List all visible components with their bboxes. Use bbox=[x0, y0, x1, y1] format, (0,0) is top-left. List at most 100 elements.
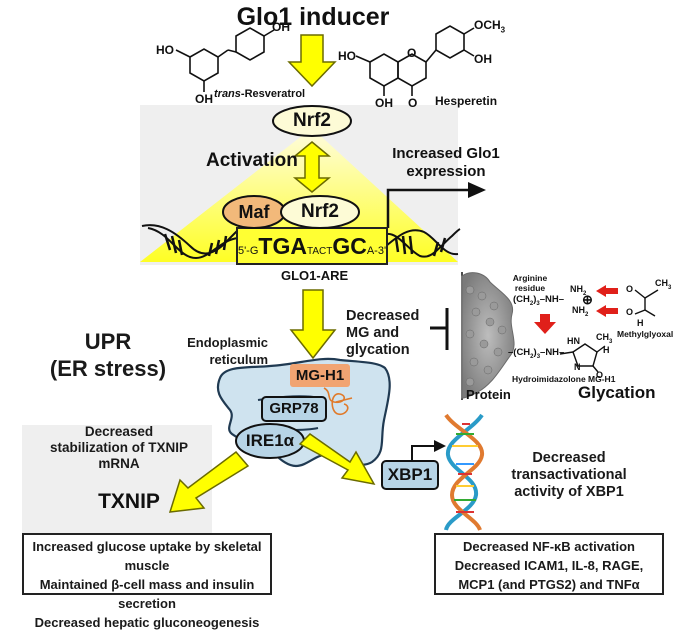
dna-helix-left bbox=[141, 224, 239, 260]
product-nitrogen: N bbox=[574, 362, 581, 372]
arrow-to-txnip bbox=[168, 450, 250, 513]
nrf2-ellipse-complex bbox=[280, 195, 360, 229]
diagram-canvas bbox=[140, 25, 659, 531]
resveratrol-group-oh-bottom: OH bbox=[195, 92, 213, 106]
hesperetin-label: Hesperetin bbox=[435, 94, 498, 108]
ire1a-label: IRE1α bbox=[245, 431, 295, 450]
resveratrol-prefix: trans bbox=[214, 88, 241, 100]
decreased-mg-line-3: glycation bbox=[346, 342, 410, 358]
mg-hydrogen: H bbox=[637, 318, 644, 328]
outcome-right-line-2: Decreased ICAM1, IL-8, RAGE, bbox=[454, 558, 644, 573]
title: Glo1 inducer bbox=[236, 3, 390, 31]
arrow-to-xbp1 bbox=[298, 433, 376, 486]
txnip-description: Decreased stabilization of TXNIP mRNA bbox=[24, 424, 214, 472]
xbp1-box bbox=[381, 460, 439, 490]
are-label: GLO1-ARE bbox=[281, 268, 349, 283]
are-sequence: 5'-GTGATACTGCA-3' bbox=[237, 228, 387, 264]
product-oxygen: O bbox=[596, 370, 604, 380]
xbp1-description-line-3: activity of XBP1 bbox=[514, 484, 624, 500]
are-suffix: A-3' bbox=[366, 245, 387, 257]
mg-oxygen-bottom: O bbox=[626, 307, 634, 317]
hesperetin-group-och3: OCH3 bbox=[474, 18, 506, 35]
protein-label: Protein bbox=[466, 387, 511, 402]
nrf2-top-label: Nrf2 bbox=[292, 110, 331, 131]
dna-helix-right bbox=[385, 228, 461, 258]
hesperetin-group-oh-bottom: OH bbox=[375, 96, 393, 110]
are-down-arrow bbox=[289, 289, 337, 360]
activation-double-arrow bbox=[292, 141, 332, 193]
glycation-label: Glycation bbox=[578, 383, 656, 402]
transcription-arrow bbox=[386, 182, 486, 228]
maf-label: Maf bbox=[238, 202, 270, 222]
hesperetin-group-ketone: O bbox=[408, 96, 418, 110]
xbp1-binding-arrow bbox=[411, 440, 446, 460]
decreased-mg-label: Decreased MG and glycation bbox=[346, 308, 419, 359]
nh2-bottom: NH2 bbox=[572, 305, 589, 318]
resveratrol-structure bbox=[175, 27, 275, 92]
resveratrol-label: trans-Resveratrol bbox=[214, 88, 305, 100]
resveratrol-group-oh-top: OH bbox=[272, 20, 290, 34]
increased-expression-label: Increased Glo1 expression bbox=[376, 145, 516, 181]
outcome-box-left: Increased glucose uptake by skeletal mus… bbox=[22, 533, 272, 630]
xbp1-description-line-1: Decreased bbox=[532, 450, 606, 466]
outcome-box-right: Decreased NF-κB activation Decreased ICA… bbox=[434, 533, 664, 595]
upr-label: UPR (ER stress) bbox=[38, 328, 178, 382]
arginine-chain: (CH2)3–NH– bbox=[513, 294, 565, 307]
decreased-mg-line-1: Decreased bbox=[346, 308, 420, 324]
are-core-1: TGA bbox=[258, 233, 307, 259]
activation-label: Activation bbox=[206, 150, 298, 171]
outcome-right-line-1: Decreased NF-κB activation bbox=[463, 539, 635, 554]
inducer-down-arrow bbox=[287, 34, 337, 88]
grp78-label: GRP78 bbox=[269, 400, 319, 417]
mgh1-box bbox=[290, 364, 350, 387]
txnip-description-line-3: mRNA bbox=[98, 456, 140, 471]
er-label-line-2: reticulum bbox=[209, 352, 268, 367]
resveratrol-name: -Resveratrol bbox=[240, 88, 306, 100]
txnip-description-line-1: Decreased bbox=[84, 424, 154, 439]
hesperetin-group-oh-side: OH bbox=[474, 52, 492, 66]
arginine-line-1: Arginine bbox=[512, 273, 548, 283]
increased-expression-line-1: Increased Glo1 bbox=[392, 145, 500, 162]
product-methyl: CH3 bbox=[596, 332, 613, 345]
er-label: Endoplasmic reticulum bbox=[178, 334, 268, 368]
product-hydrogen: H bbox=[603, 345, 610, 355]
protein-globule-icon bbox=[461, 272, 515, 400]
methylglyoxal-label: Methylglyoxal bbox=[617, 329, 674, 339]
nh2-top: NH2 bbox=[570, 284, 587, 297]
outcome-right-line-3: MCP1 (and PTGS2) and TNFα bbox=[458, 577, 640, 592]
txnip-label: TXNIP bbox=[98, 490, 160, 513]
modified-protein-loop-icon bbox=[323, 387, 353, 416]
increased-expression-line-2: expression bbox=[406, 163, 486, 180]
mgh1-label: MG-H1 bbox=[295, 367, 345, 384]
xbp1-description: Decreased transactivational activity of … bbox=[494, 450, 644, 501]
hesperetin-ring-oxygen: O bbox=[407, 46, 417, 60]
mg-oxygen-top: O bbox=[626, 284, 634, 294]
resveratrol-group-ho: HO bbox=[156, 43, 174, 57]
nrf2-ellipse-top bbox=[272, 105, 352, 137]
product-hn: HN bbox=[567, 336, 580, 346]
nrf2-complex-label: Nrf2 bbox=[300, 201, 339, 222]
hesperetin-group-ho: HO bbox=[338, 49, 356, 63]
product-chain: –(CH2)3–NH– bbox=[508, 347, 565, 360]
mg-methyl: CH3 bbox=[655, 278, 672, 291]
outcome-left-line-2: Maintained β-cell mass and insulin secre… bbox=[39, 577, 255, 611]
hydroimidazolone-ring bbox=[559, 343, 606, 373]
txnip-description-line-2: stabilization of TXNIP bbox=[49, 440, 188, 455]
xbp1-description-line-2: transactivational bbox=[511, 467, 627, 483]
hesperetin-structure bbox=[355, 25, 475, 96]
methylglyoxal-structure bbox=[634, 289, 659, 317]
product-name: Hydroimidazolone MG-H1 bbox=[512, 374, 616, 384]
dna-double-helix-icon bbox=[444, 413, 484, 531]
red-arrow-down bbox=[534, 314, 556, 334]
are-sequence-box bbox=[236, 227, 388, 265]
are-core-2: GC bbox=[332, 233, 367, 259]
arginine-line-2: residue bbox=[514, 283, 546, 293]
are-spacer: TACT bbox=[306, 246, 333, 257]
red-arrow-bottom bbox=[596, 305, 618, 317]
upr-line-1: UPR bbox=[84, 329, 132, 354]
are-prefix: 5'-G bbox=[237, 245, 259, 257]
outcome-left-line-1: Increased glucose uptake by skeletal mus… bbox=[32, 539, 262, 573]
arginine-label: Arginine residue bbox=[500, 273, 560, 293]
red-arrow-top bbox=[596, 285, 618, 297]
grp78-box bbox=[261, 396, 327, 422]
